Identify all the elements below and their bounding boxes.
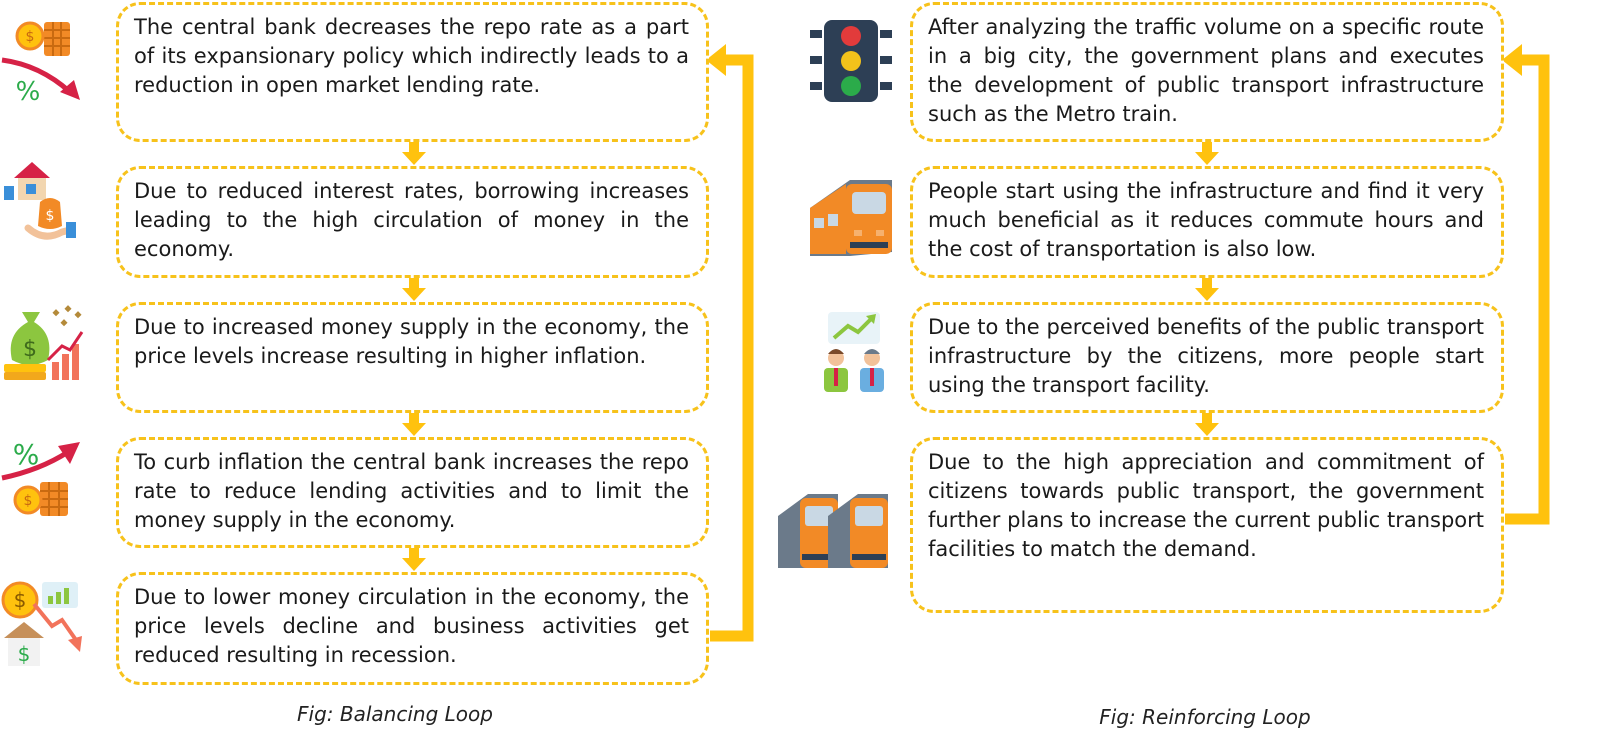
balancing-step-5: Due to lower money circulation in the ec… xyxy=(116,572,709,685)
balancing-step-1: The central bank decreases the repo rate… xyxy=(116,2,709,142)
balancing-down-arrow-3 xyxy=(402,411,426,436)
metro-train-icon xyxy=(810,180,892,256)
money-bag-growth-icon: $ xyxy=(4,305,84,380)
svg-text:%: % xyxy=(13,438,40,471)
reinforcing-step-2: People start using the infrastructure an… xyxy=(910,166,1504,278)
traffic-light-icon xyxy=(810,20,892,102)
balancing-step-4: To curb inflation the central bank incre… xyxy=(116,437,709,548)
balancing-loop-caption: Fig: Balancing Loop xyxy=(297,702,493,726)
reinforcing-down-arrow-3 xyxy=(1195,411,1219,436)
people-growth-icon xyxy=(824,312,884,392)
reinforcing-step-4: Due to the high appreciation and commitm… xyxy=(910,437,1504,613)
reinforcing-down-arrow-2 xyxy=(1195,276,1219,301)
balancing-feedback-arrow xyxy=(706,44,754,642)
money-decline-house-icon: $ $ xyxy=(1,581,82,666)
house-loan-icon: $ xyxy=(4,162,76,240)
svg-text:%: % xyxy=(16,77,41,107)
svg-text:$: $ xyxy=(18,642,31,666)
svg-text:$: $ xyxy=(26,29,35,45)
balancing-step-2: Due to reduced interest rates, borrowing… xyxy=(116,166,709,278)
reinforcing-step-1: After analyzing the traffic volume on a … xyxy=(910,2,1504,142)
svg-text:$: $ xyxy=(24,493,33,509)
percent-up-coins-icon: % $ xyxy=(1,438,80,516)
reinforcing-feedback-arrow xyxy=(1502,44,1550,525)
reinforcing-loop-caption: Fig: Reinforcing Loop xyxy=(1099,705,1311,729)
balancing-down-arrow-1 xyxy=(402,140,426,165)
balancing-step-3: Due to increased money supply in the eco… xyxy=(116,302,709,413)
reinforcing-step-3: Due to the perceived benefits of the pub… xyxy=(910,302,1504,413)
svg-text:$: $ xyxy=(46,208,55,224)
two-metro-trains-icon xyxy=(778,494,888,568)
svg-text:$: $ xyxy=(23,337,37,362)
coins-percent-down-icon: $ % xyxy=(1,21,80,107)
svg-text:$: $ xyxy=(14,588,27,612)
balancing-down-arrow-2 xyxy=(402,276,426,301)
reinforcing-down-arrow-1 xyxy=(1195,140,1219,165)
balancing-down-arrow-4 xyxy=(402,546,426,571)
